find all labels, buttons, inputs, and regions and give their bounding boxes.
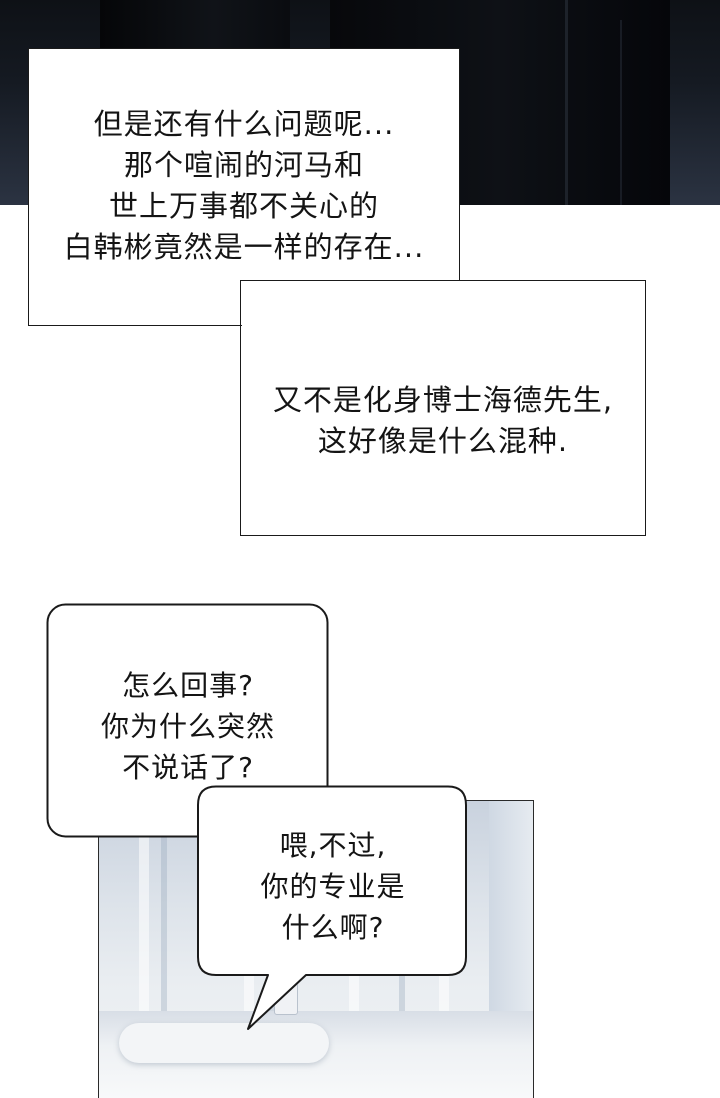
speech-text-2: 喂,不过, 你的专业是 什么啊? (260, 829, 406, 944)
narration-text-1: 但是还有什么问题呢... 那个喧闹的河马和 世上万事都不关心的 白韩彬竟然是一样… (63, 107, 425, 264)
speech-bubble-shape (46, 603, 329, 838)
speech-bubble-1: 怎么回事? 你为什么突然 不说话了? (46, 603, 330, 839)
pillow (119, 1023, 329, 1063)
narration-text-2: 又不是化身博士海德先生, 这好像是什么混种. (272, 383, 614, 458)
wall-stripe (139, 801, 149, 1098)
narration-box-1 (28, 48, 460, 326)
wall-stripe (161, 801, 167, 1098)
narration-overlap-mask (241, 281, 459, 325)
speech-text-1: 怎么回事? 你为什么突然 不说话了? (100, 669, 275, 784)
narration-corner (240, 325, 242, 326)
suit-fold-line (565, 0, 568, 205)
speech-bubble-2: 喂,不过, 你的专业是 什么啊? (196, 785, 470, 1031)
speech-bubble-shape (197, 785, 467, 1030)
suit-fold-line (620, 20, 622, 205)
